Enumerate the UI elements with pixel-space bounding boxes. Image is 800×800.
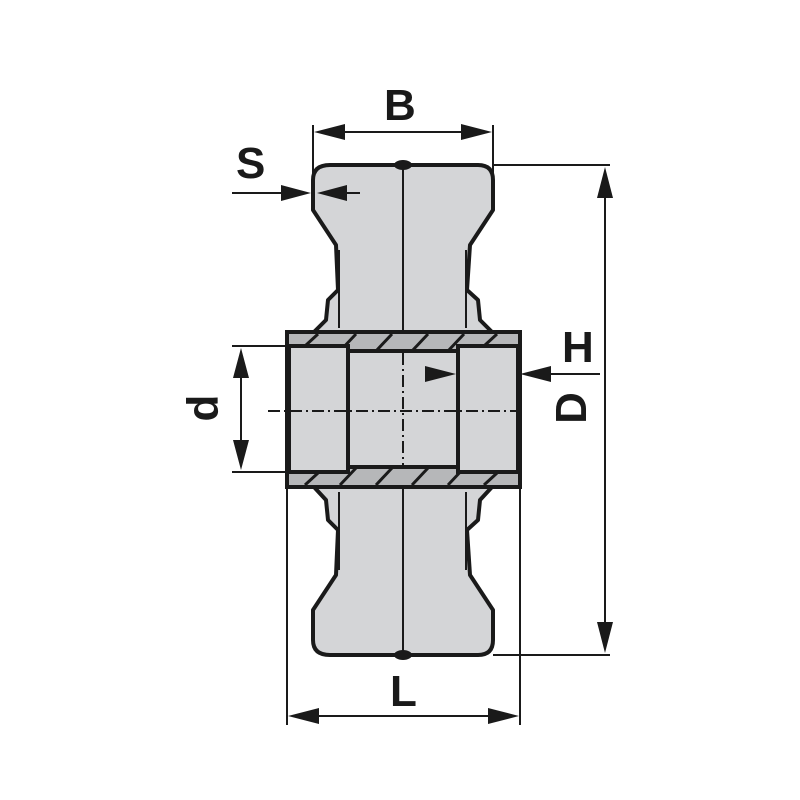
dim-label-H: H bbox=[562, 323, 594, 372]
bore-right bbox=[456, 344, 520, 474]
hatch-bottom bbox=[303, 466, 499, 487]
dim-label-S: S bbox=[236, 139, 266, 188]
dim-label-B: B bbox=[384, 81, 416, 130]
dim-label-D: D bbox=[546, 392, 596, 424]
dim-label-d: d bbox=[178, 394, 228, 422]
bore-left bbox=[287, 344, 350, 474]
dim-label-L: L bbox=[390, 667, 417, 716]
